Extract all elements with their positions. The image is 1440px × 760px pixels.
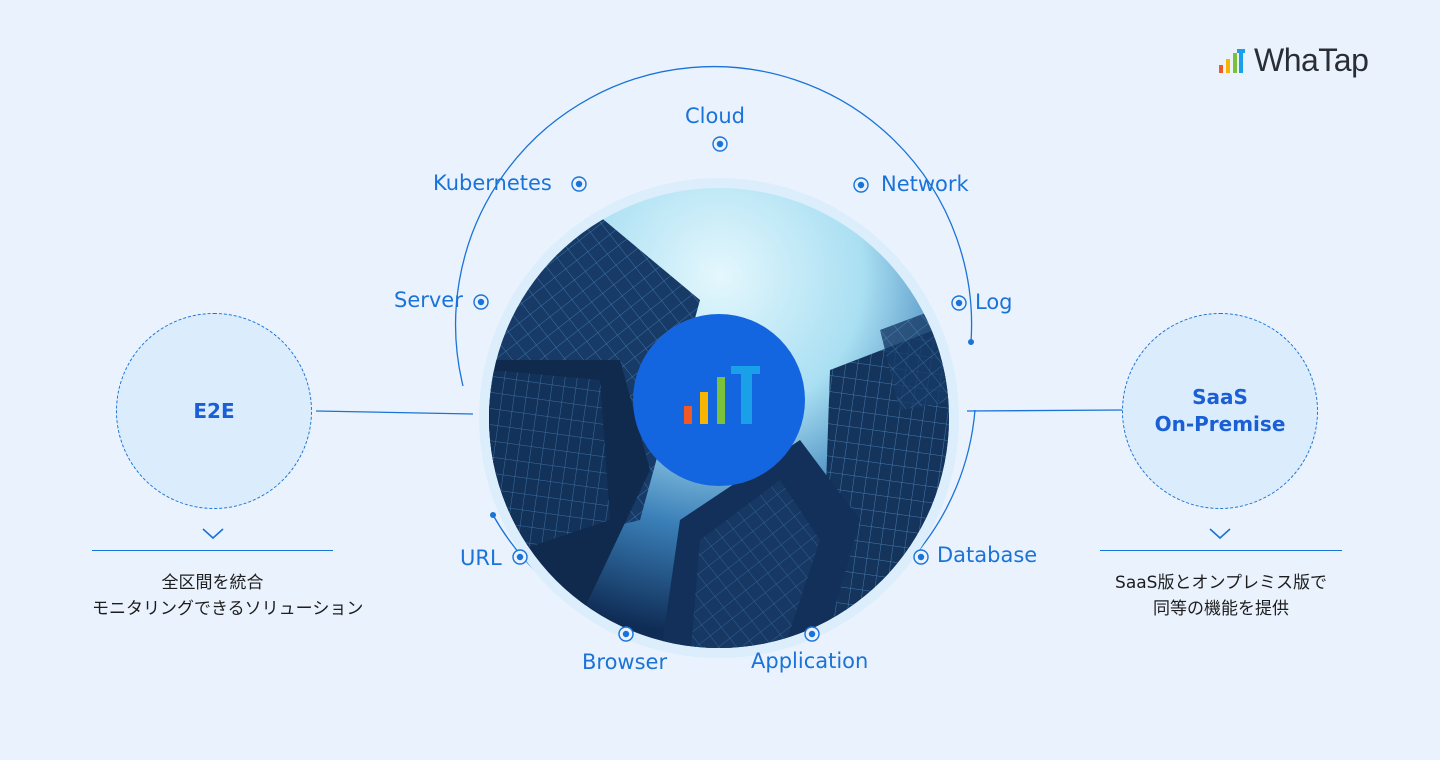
node-marker-dot (477, 298, 485, 306)
node-marker-dot (516, 553, 524, 561)
node-label-server: Server (394, 288, 463, 312)
center-logo-icon (684, 366, 760, 424)
node-label-database: Database (937, 543, 1038, 567)
deployment-title-line: On-Premise (1154, 412, 1286, 436)
orbit-arc-top (454, 65, 973, 387)
left-connector (315, 410, 474, 415)
node-marker-dot (857, 181, 865, 189)
node-label-cloud: Cloud (685, 104, 745, 128)
whatap-logo: WhaTap (1218, 42, 1369, 79)
deployment-description-line: SaaS版とオンプレミス版で (1115, 573, 1327, 593)
node-marker-dot (808, 630, 816, 638)
node-markers (473, 136, 967, 642)
chevron-down-icon (1209, 528, 1231, 540)
orbit-end-dot (490, 512, 496, 518)
e2e-title: E2E (193, 398, 235, 423)
deployment-title-line: SaaS (1192, 385, 1248, 409)
e2e-description: 全区間を統合 モニタリングできるソリューション (92, 570, 364, 622)
chevron-down-icon (202, 528, 224, 540)
node-marker-dot (955, 299, 963, 307)
node-label-application: Application (751, 649, 869, 673)
deployment-description: SaaS版とオンプレミス版で 同等の機能を提供 (1100, 570, 1342, 622)
node-label-browser: Browser (582, 650, 668, 674)
orbit-end-dot (968, 339, 974, 345)
node-marker-dot (716, 140, 724, 148)
right-connector (966, 409, 1123, 412)
node-label-url: URL (460, 546, 502, 570)
whatap-logo-icon (1219, 48, 1245, 73)
node-label-kubernetes: Kubernetes (433, 171, 552, 195)
node-marker-dot (622, 630, 630, 638)
e2e-circle: E2E (116, 313, 312, 509)
node-marker-dot (917, 553, 925, 561)
deployment-circle: SaaS On-Premise (1122, 313, 1318, 509)
node-marker-dot (575, 180, 583, 188)
e2e-description-line: 全区間を統合 (161, 573, 264, 593)
e2e-description-line: モニタリングできるソリューション (92, 599, 364, 619)
brand-name: WhaTap (1254, 42, 1369, 78)
right-divider (1100, 550, 1342, 551)
left-divider (92, 550, 333, 551)
node-label-network: Network (881, 172, 969, 196)
node-label-log: Log (975, 290, 1013, 314)
deployment-description-line: 同等の機能を提供 (1153, 599, 1289, 619)
